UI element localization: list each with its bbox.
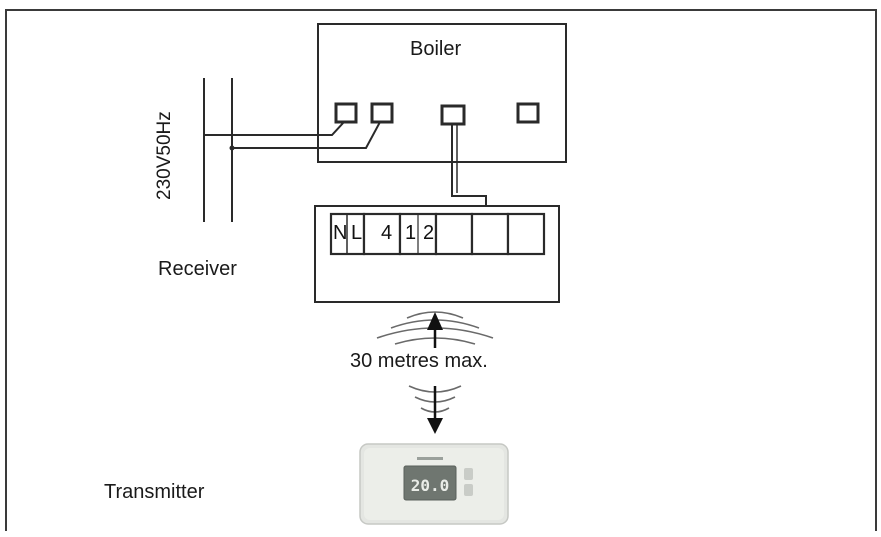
- transmitter-button-up: [464, 468, 473, 480]
- transmitter-device: 20.0: [359, 443, 509, 525]
- receiver-terminal-block: [329, 212, 546, 256]
- receiver-terminal-cell: [470, 212, 510, 256]
- receiver-label: Receiver: [158, 258, 237, 280]
- diagram-frame: [5, 9, 877, 531]
- boiler-box: [317, 23, 567, 163]
- boiler-terminal-3: [440, 104, 466, 126]
- receiver-terminal-label: 2: [423, 222, 435, 244]
- wire-supply-to-terminal-1: [204, 121, 345, 136]
- boiler-terminal-4: [516, 102, 540, 124]
- distance-label: 30 metres max.: [348, 350, 490, 373]
- receiver-terminal-label: 1: [405, 222, 417, 244]
- signal-arrowhead-down: [427, 418, 443, 434]
- signal-arrowhead-up: [427, 312, 443, 330]
- junction-dot: [229, 145, 235, 151]
- receiver-terminal-label: N: [333, 222, 348, 244]
- transmitter-display-value: 20.0: [411, 476, 450, 495]
- transmitter-brand-mark: [417, 457, 443, 460]
- receiver-terminal-label: 4: [381, 222, 393, 244]
- wire-supply-to-terminal-2: [232, 121, 381, 149]
- boiler-terminal-1: [334, 102, 358, 124]
- receiver-terminal-label: L: [351, 222, 363, 244]
- receiver-terminal-cell: [434, 212, 474, 256]
- transmitter-display: [403, 465, 457, 501]
- boiler-terminal-2: [370, 102, 394, 124]
- supply-voltage-label: 230V50Hz: [154, 111, 175, 200]
- receiver-terminal-cell: [506, 212, 546, 256]
- transmitter-button-down: [464, 484, 473, 496]
- boiler-label: Boiler: [410, 38, 462, 60]
- receiver-terminal-cell: [362, 212, 402, 256]
- transmitter-label: Transmitter: [104, 481, 205, 503]
